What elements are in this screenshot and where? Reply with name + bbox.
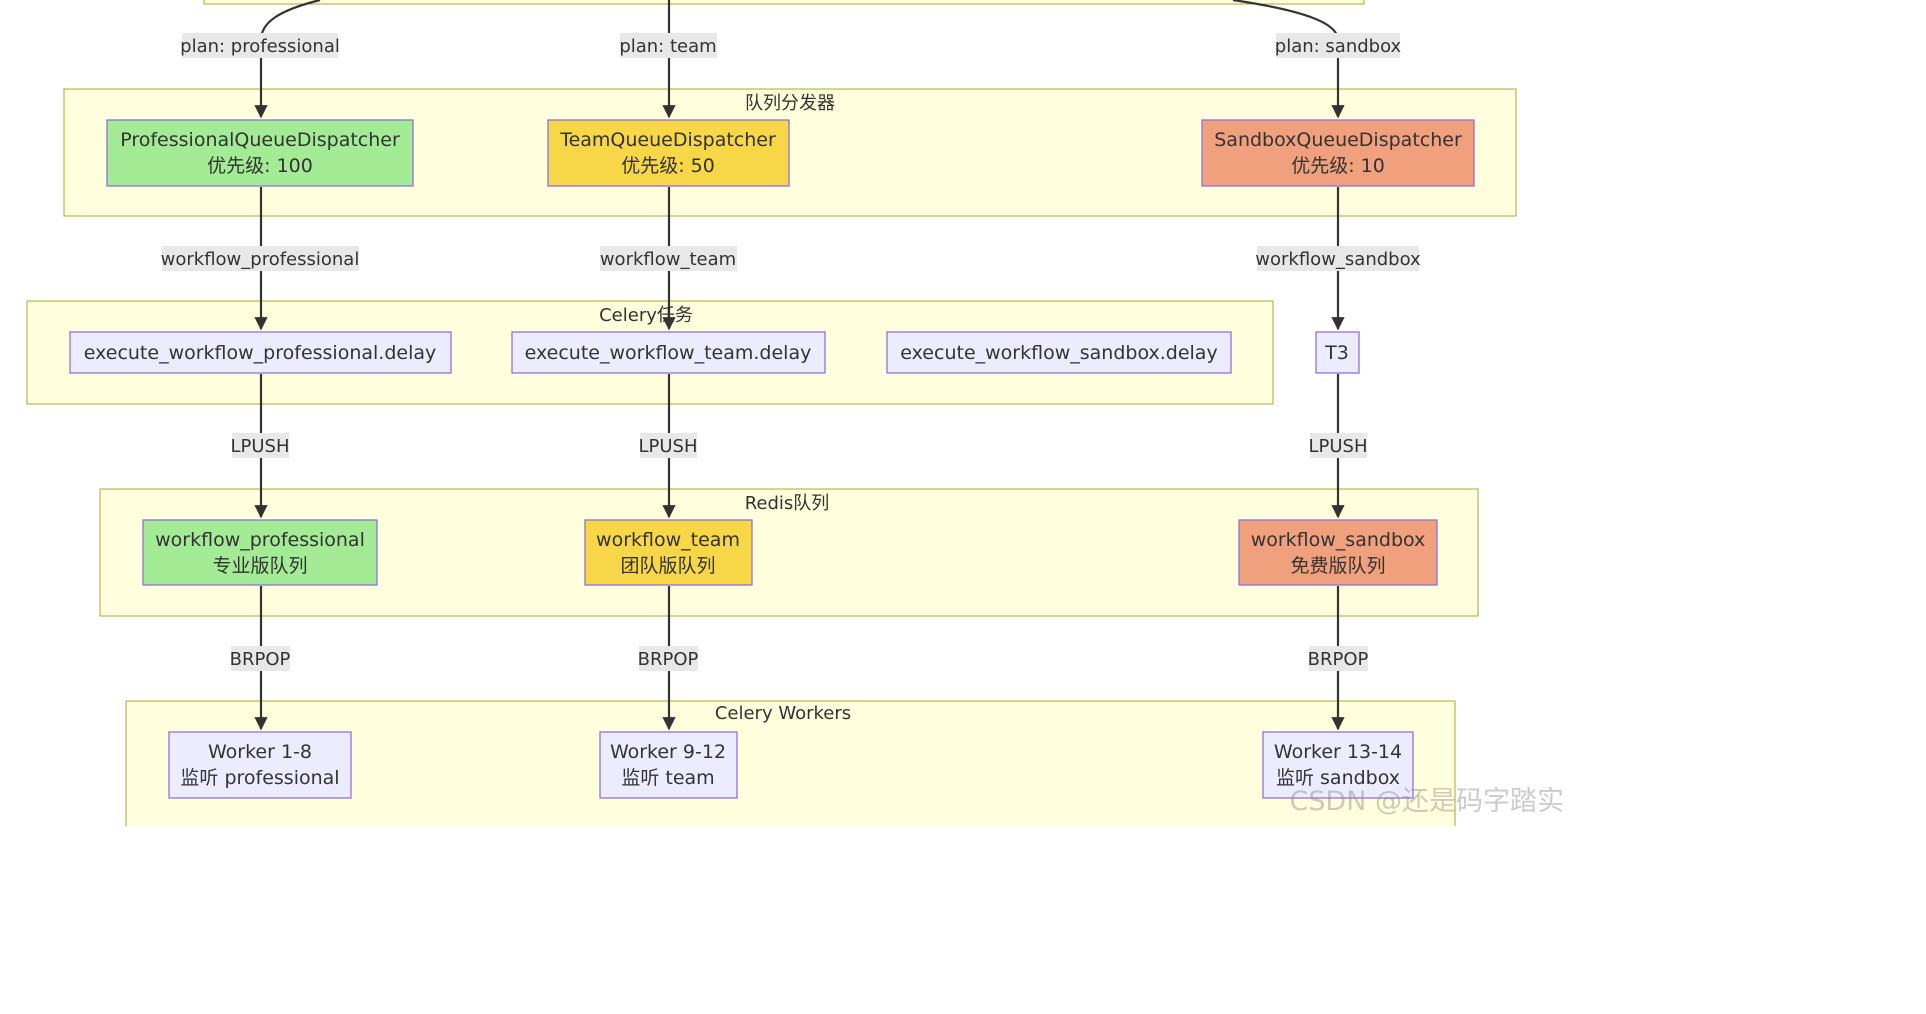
edge-label-plan-professional: plan: professional (180, 33, 340, 58)
flowchart: 队列分发器 Celery任务 Redis队列 Celery Workers pl… (26, 0, 1517, 826)
edge-label-lpush-team: LPUSH (638, 433, 698, 458)
svg-text:监听 professional: 监听 professional (180, 767, 339, 789)
edge-label-route-professional: workflow_professional (161, 246, 360, 271)
svg-text:免费版队列: 免费版队列 (1290, 555, 1385, 577)
svg-text:团队版队列: 团队版队列 (620, 555, 715, 577)
svg-text:监听 sandbox: 监听 sandbox (1276, 767, 1400, 789)
edge-label-brpop-sandbox: BRPOP (1308, 646, 1369, 671)
svg-text:LPUSH: LPUSH (230, 436, 289, 457)
svg-text:SandboxQueueDispatcher: SandboxQueueDispatcher (1214, 129, 1462, 151)
node-task-sandbox: execute_workflow_sandbox.delay (886, 331, 1232, 374)
svg-text:BRPOP: BRPOP (1308, 649, 1369, 670)
edge-label-route-sandbox: workflow_sandbox (1255, 246, 1421, 271)
edge-label-brpop-team: BRPOP (638, 646, 699, 671)
svg-text:优先级: 10: 优先级: 10 (1291, 155, 1385, 177)
svg-text:Worker 13-14: Worker 13-14 (1274, 741, 1402, 763)
cluster-dispatchers-title: 队列分发器 (745, 93, 835, 114)
cluster-redis-queues-title: Redis队列 (745, 493, 830, 514)
node-worker-team: Worker 9-12 监听 team (599, 731, 738, 799)
csdn-watermark: CSDN @还是码字踏实 (1289, 786, 1564, 817)
svg-text:workflow_sandbox: workflow_sandbox (1251, 529, 1426, 551)
svg-text:监听 team: 监听 team (621, 767, 714, 789)
node-t3: T3 (1315, 331, 1360, 374)
svg-text:BRPOP: BRPOP (230, 649, 291, 670)
svg-text:plan: sandbox: plan: sandbox (1275, 36, 1402, 57)
svg-text:execute_workflow_professional.: execute_workflow_professional.delay (84, 342, 437, 364)
svg-text:LPUSH: LPUSH (1308, 436, 1367, 457)
svg-text:plan: team: plan: team (619, 36, 716, 57)
node-team-dispatcher: TeamQueueDispatcher 优先级: 50 (547, 119, 790, 187)
svg-text:LPUSH: LPUSH (638, 436, 697, 457)
svg-text:专业版队列: 专业版队列 (212, 555, 307, 577)
svg-text:plan: professional: plan: professional (180, 36, 340, 57)
edge-label-brpop-professional: BRPOP (230, 646, 291, 671)
svg-text:workflow_team: workflow_team (600, 249, 736, 270)
svg-text:BRPOP: BRPOP (638, 649, 699, 670)
node-worker-professional: Worker 1-8 监听 professional (168, 731, 352, 799)
svg-text:workflow_sandbox: workflow_sandbox (1255, 249, 1421, 270)
svg-text:workflow_team: workflow_team (596, 529, 740, 551)
svg-text:优先级: 50: 优先级: 50 (621, 155, 715, 177)
node-sandbox-dispatcher: SandboxQueueDispatcher 优先级: 10 (1201, 119, 1475, 187)
node-worker-sandbox: Worker 13-14 监听 sandbox (1262, 731, 1414, 799)
node-task-team: execute_workflow_team.delay (511, 331, 826, 374)
svg-text:execute_workflow_team.delay: execute_workflow_team.delay (525, 342, 812, 364)
svg-text:Worker 1-8: Worker 1-8 (208, 741, 312, 763)
edge-label-lpush-sandbox: LPUSH (1308, 433, 1368, 458)
svg-text:workflow_professional: workflow_professional (161, 249, 360, 270)
svg-text:execute_workflow_sandbox.delay: execute_workflow_sandbox.delay (900, 342, 1217, 364)
svg-text:Worker 9-12: Worker 9-12 (610, 741, 726, 763)
cluster-celery-tasks-title: Celery任务 (599, 305, 693, 326)
cluster-workers: Celery Workers (125, 700, 1456, 826)
edge-label-lpush-professional: LPUSH (230, 433, 290, 458)
node-queue-sandbox: workflow_sandbox 免费版队列 (1238, 519, 1438, 586)
svg-text:ProfessionalQueueDispatcher: ProfessionalQueueDispatcher (120, 129, 400, 151)
node-queue-team: workflow_team 团队版队列 (584, 519, 753, 586)
edge-label-plan-sandbox: plan: sandbox (1275, 33, 1402, 58)
edge-label-plan-team: plan: team (619, 33, 717, 58)
node-queue-professional: workflow_professional 专业版队列 (142, 519, 378, 586)
node-professional-dispatcher: ProfessionalQueueDispatcher 优先级: 100 (106, 119, 414, 187)
top-source-box (203, 0, 1365, 5)
cluster-workers-title: Celery Workers (715, 703, 851, 724)
node-task-professional: execute_workflow_professional.delay (69, 331, 452, 374)
svg-text:workflow_professional: workflow_professional (155, 529, 365, 551)
svg-text:TeamQueueDispatcher: TeamQueueDispatcher (559, 129, 776, 151)
svg-text:T3: T3 (1324, 342, 1349, 364)
svg-text:优先级: 100: 优先级: 100 (207, 155, 313, 177)
edge-label-route-team: workflow_team (600, 246, 737, 271)
